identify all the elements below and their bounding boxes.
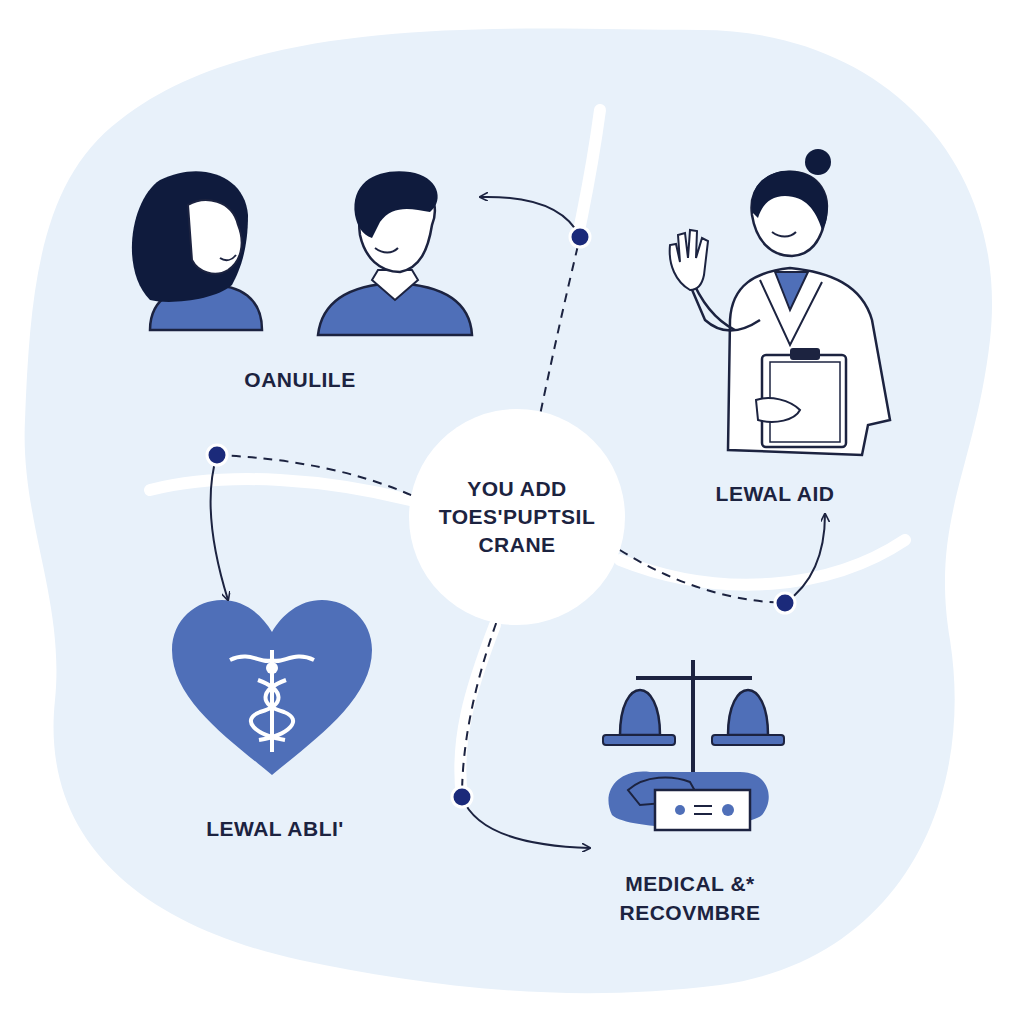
arrow-curve xyxy=(785,514,825,603)
doctor-group: LEWAL AID xyxy=(650,145,900,514)
arrow-curve xyxy=(462,797,590,848)
swoosh xyxy=(620,540,905,585)
waypoint-dot xyxy=(452,787,472,807)
waypoint-dot xyxy=(775,593,795,613)
dashed-path xyxy=(620,550,785,603)
people-group: OANULILE xyxy=(120,160,480,400)
doctor-illustration xyxy=(670,149,890,455)
hub-circle: YOU ADD TOES'PUPTSIL CRANE xyxy=(409,409,625,625)
scales-illustration xyxy=(603,660,784,830)
people-illustration xyxy=(132,171,472,335)
waypoint-dot xyxy=(570,227,590,247)
waypoint-dot xyxy=(207,445,227,465)
group-label: LEWAL ABLI' xyxy=(160,814,390,843)
swoosh xyxy=(460,625,495,797)
hub-text: YOU ADD TOES'PUPTSIL CRANE xyxy=(430,475,605,559)
arrow-curve xyxy=(480,197,580,237)
swoosh xyxy=(578,110,600,236)
flow-connector xyxy=(207,445,411,600)
arrow-curve xyxy=(211,455,228,600)
heart-group: LEWAL ABLI' xyxy=(160,600,390,849)
flow-connector xyxy=(480,197,590,412)
group-label: LEWAL AID xyxy=(650,479,900,508)
group-label: OANULILE xyxy=(120,365,480,394)
swoosh xyxy=(150,479,410,500)
dashed-path xyxy=(541,237,580,412)
dashed-path xyxy=(217,455,411,495)
heart-caduceus-illustration xyxy=(172,600,372,775)
flow-connector xyxy=(452,623,590,848)
flow-connector xyxy=(620,514,825,613)
scales-group: MEDICAL &* RECOVMBRE xyxy=(590,650,790,933)
blob-ground xyxy=(25,29,992,994)
group-label: MEDICAL &* RECOVMBRE xyxy=(605,869,775,927)
dashed-path xyxy=(462,623,496,797)
